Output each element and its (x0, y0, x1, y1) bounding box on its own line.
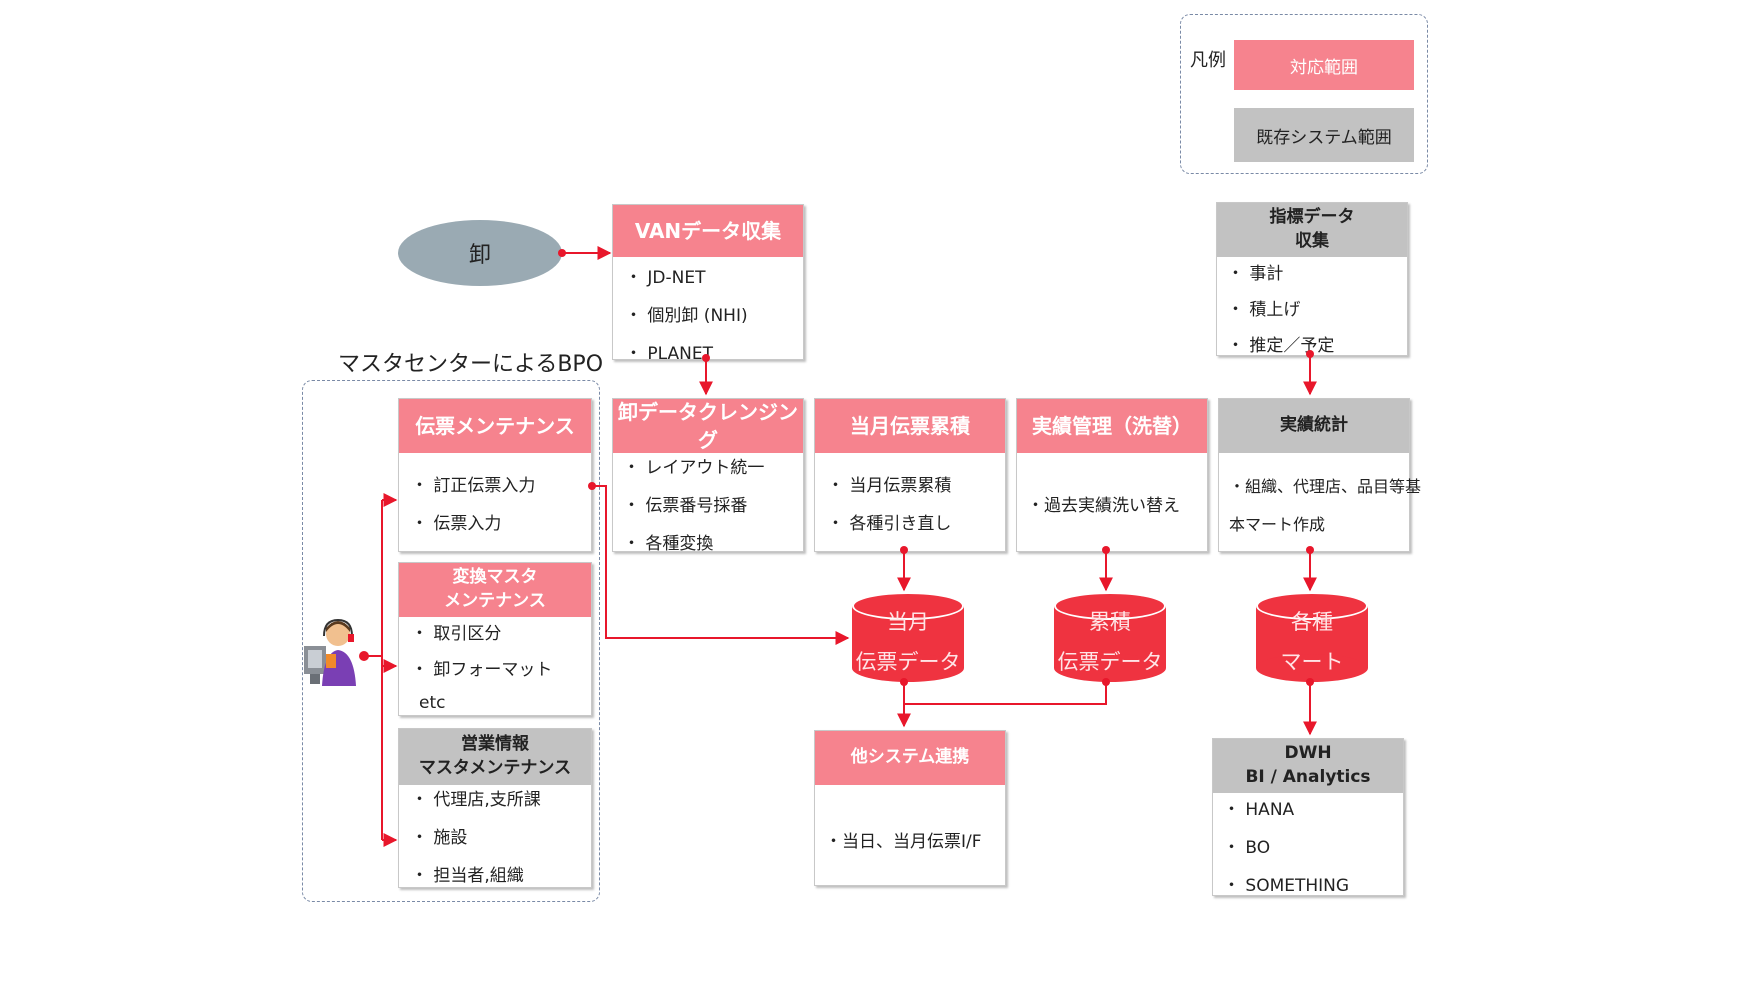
legend-frame (1180, 14, 1428, 174)
kpi-title: 指標データ 収集 (1217, 203, 1407, 257)
sales-master-item: ・ 担当者,組織 (411, 866, 524, 886)
van-item: ・ 個別卸 (NHI) (625, 306, 748, 326)
convert-master-title: 変換マスタ メンテナンス (399, 563, 591, 617)
kpi-title-line1: 指標データ (1269, 207, 1355, 228)
convert-master-item: ・ 取引区分 (411, 624, 502, 644)
van-item: ・ PLANET (625, 344, 713, 364)
mart-db: 各種 マート (1256, 592, 1368, 682)
convert-master-item: etc (419, 693, 446, 713)
monthly-accum-item: ・ 当月伝票累積 (827, 476, 952, 496)
other-sys-title: 他システム連携 (815, 731, 1005, 785)
wholesaler-node: 卸 (398, 220, 562, 286)
accum-voucher-db-line2: 伝票データ (1057, 650, 1163, 674)
monthly-voucher-db: 当月 伝票データ (852, 592, 964, 682)
legend-existing-label: 既存システム範囲 (1256, 127, 1392, 148)
legend-in-scope-label: 対応範囲 (1290, 57, 1358, 78)
van-item: ・ JD-NET (625, 268, 706, 288)
actual-stats-title: 実績統計 (1219, 399, 1409, 453)
monthly-accum-title: 当月伝票累積 (815, 399, 1005, 453)
accum-voucher-db: 累積 伝票データ (1054, 592, 1166, 682)
accum-voucher-db-line1: 累積 (1089, 610, 1131, 634)
dwh-title-line2: BI / Analytics (1245, 767, 1371, 787)
sales-master-title-line2: マスタメンテナンス (418, 758, 572, 778)
legend-existing: 既存システム範囲 (1234, 108, 1414, 162)
dwh-title: DWH BI / Analytics (1213, 739, 1403, 793)
sales-master-item: ・ 代理店,支所課 (411, 790, 541, 810)
kpi-item: ・ 事計 (1227, 264, 1284, 284)
dwh-box: DWH BI / Analytics ・ HANA ・ BO ・ SOMETHI… (1212, 738, 1404, 896)
dwh-item: ・ BO (1223, 838, 1271, 858)
legend-in-scope: 対応範囲 (1234, 40, 1414, 90)
mart-db-line2: マート (1280, 650, 1344, 674)
actual-stats-item: 本マート作成 (1229, 515, 1326, 534)
cleansing-title: 卸データクレンジング (613, 399, 803, 453)
voucher-maint-item: ・ 伝票入力 (411, 514, 502, 534)
kpi-item: ・ 積上げ (1227, 300, 1301, 320)
van-title: VANデータ収集 (613, 205, 803, 257)
sales-master-item: ・ 施設 (411, 828, 468, 848)
actual-stats-box: 実績統計 ・組織、代理店、品目等基 本マート作成 (1218, 398, 1421, 552)
actual-stats-item: ・組織、代理店、品目等基 (1229, 477, 1422, 496)
monthly-accum-item: ・ 各種引き直し (827, 514, 952, 534)
legend-title: 凡例 (1190, 50, 1226, 71)
cleansing-item: ・ 伝票番号採番 (623, 496, 748, 516)
sales-master-title-line1: 営業情報 (461, 734, 529, 755)
bpo-title: マスタセンターによるBPO (338, 352, 604, 377)
cleansing-item: ・ 各種変換 (623, 534, 714, 554)
voucher-maint-title: 伝票メンテナンス (399, 399, 591, 453)
kpi-box: 指標データ 収集 ・ 事計 ・ 積上げ ・ 推定／予定 (1216, 202, 1408, 356)
monthly-voucher-db-line1: 当月 (887, 610, 929, 634)
operator-icon (304, 618, 356, 686)
van-box: VANデータ収集 ・ JD-NET ・ 個別卸 (NHI) ・ PLANET (612, 204, 804, 364)
dwh-title-line1: DWH (1284, 743, 1332, 764)
monthly-accum-box: 当月伝票累積 ・ 当月伝票累積 ・ 各種引き直し (814, 398, 1006, 552)
dwh-item: ・ SOMETHING (1223, 876, 1350, 896)
voucher-maint-box: 伝票メンテナンス ・ 訂正伝票入力 ・ 伝票入力 (398, 398, 592, 552)
other-sys-item: ・当日、当月伝票I/F (825, 832, 982, 852)
monthly-voucher-db-line2: 伝票データ (855, 650, 961, 674)
wholesaler-label: 卸 (468, 243, 491, 268)
actual-mgmt-item: ・過去実績洗い替え (1027, 496, 1180, 516)
kpi-title-line2: 収集 (1295, 231, 1329, 251)
dwh-item: ・ HANA (1223, 800, 1295, 820)
convert-master-item: ・ 卸フォーマット (411, 660, 553, 680)
cleansing-item: ・ レイアウト統一 (623, 458, 765, 478)
bpo-frame (302, 380, 600, 902)
convert-master-box: 変換マスタ メンテナンス ・ 取引区分 ・ 卸フォーマット etc (398, 562, 592, 716)
convert-master-title-line1: 変換マスタ (452, 567, 538, 588)
voucher-maint-item: ・ 訂正伝票入力 (411, 476, 536, 496)
sales-master-box: 営業情報 マスタメンテナンス ・ 代理店,支所課 ・ 施設 ・ 担当者,組織 (398, 728, 592, 888)
actual-mgmt-title: 実績管理（洗替） (1017, 399, 1207, 453)
actual-mgmt-box: 実績管理（洗替） ・過去実績洗い替え (1016, 398, 1208, 552)
other-sys-box: 他システム連携 ・当日、当月伝票I/F (814, 730, 1006, 886)
mart-db-line1: 各種 (1291, 610, 1333, 634)
cleansing-box: 卸データクレンジング ・ レイアウト統一 ・ 伝票番号採番 ・ 各種変換 (612, 398, 804, 554)
convert-master-title-line2: メンテナンス (444, 591, 546, 611)
sales-master-title: 営業情報 マスタメンテナンス (399, 729, 591, 785)
